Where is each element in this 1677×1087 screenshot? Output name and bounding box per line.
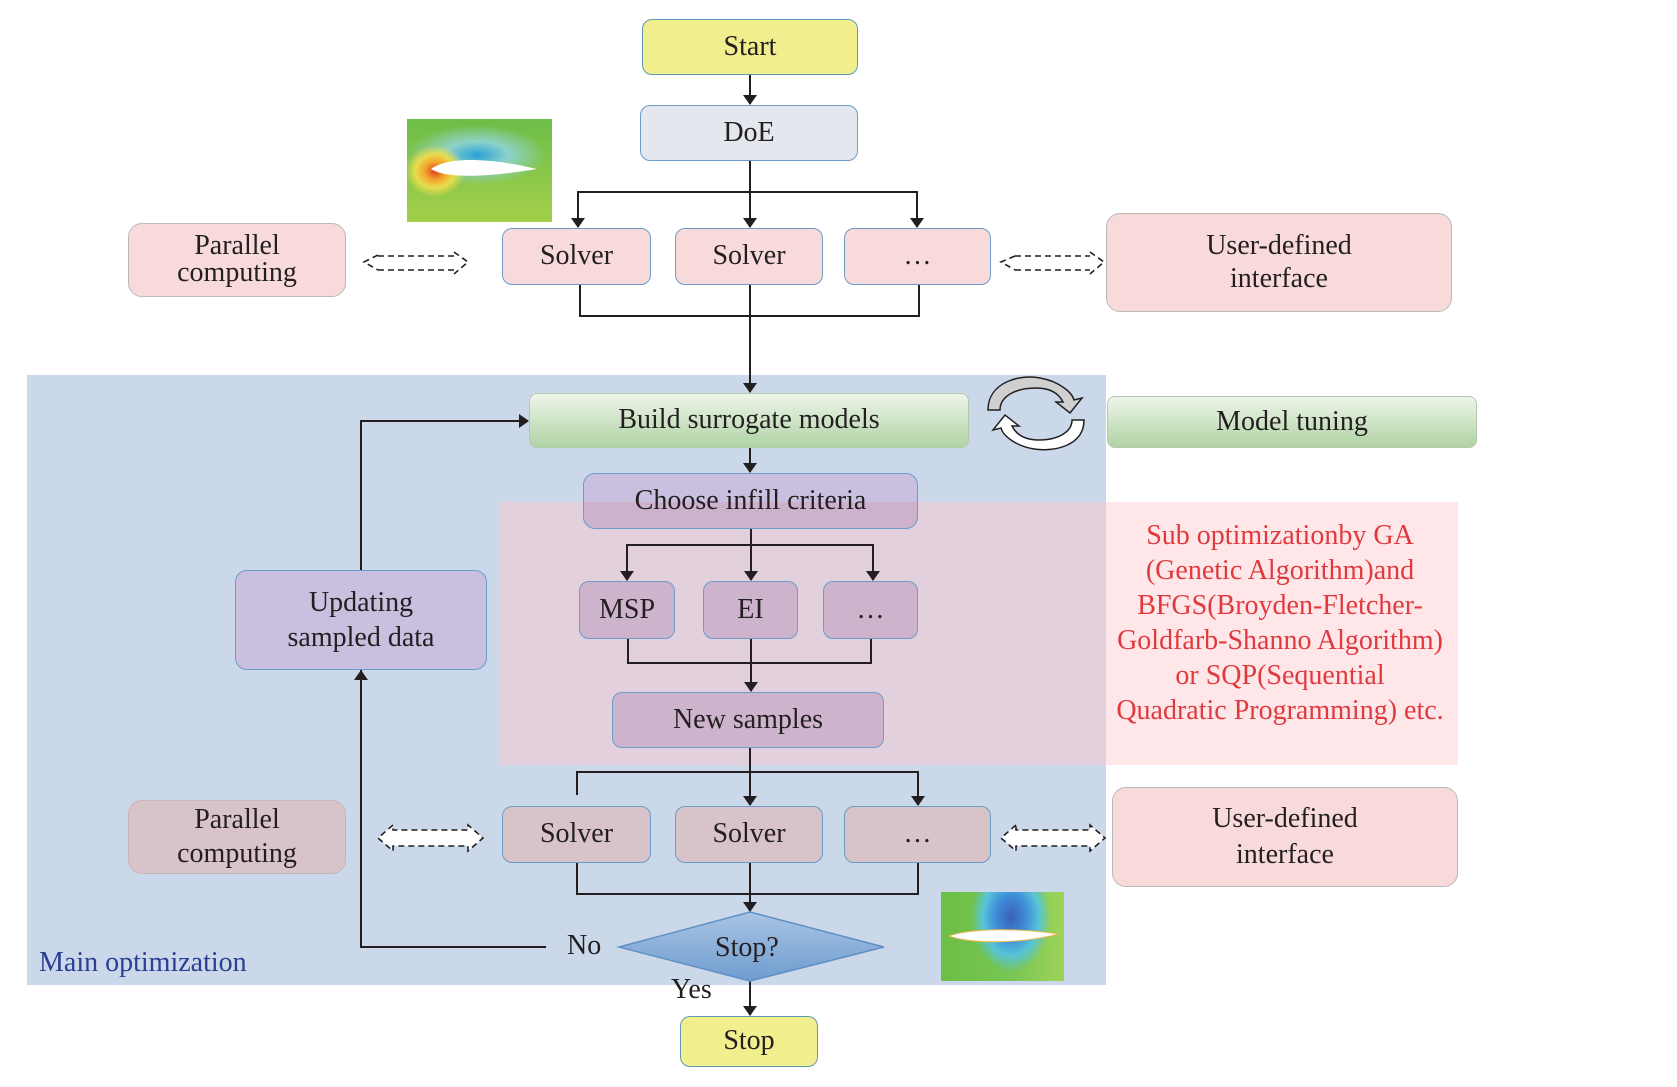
doe-label: DoE <box>723 116 775 148</box>
user-defined-label-line2: interface <box>1230 262 1328 294</box>
solver-merge-bottom <box>576 863 919 895</box>
choose-infill-criteria-node[interactable]: Choose infill criteria <box>583 473 918 529</box>
arrow-no-loop <box>360 660 546 948</box>
dashed-double-arrow-icon <box>999 823 1107 853</box>
parallel-label-line2: computing <box>177 838 297 869</box>
model-tuning-label: Model tuning <box>1216 405 1368 437</box>
solver-node-top-more[interactable]: … <box>844 228 991 285</box>
stop-decision-diamond <box>616 911 885 982</box>
sub-opt-line: Goldfarb-Shanno Algorithm) <box>1117 625 1443 656</box>
criterion-more-node[interactable]: … <box>823 581 918 639</box>
stop-label: Stop <box>723 1025 775 1057</box>
build-surrogate-label: Build surrogate models <box>618 404 880 436</box>
user-defined-label-line2: interface <box>1236 839 1334 870</box>
arrow-updating-build <box>360 414 529 570</box>
dashed-double-arrow-icon <box>999 251 1106 275</box>
parallel-label-line1: Parallel <box>194 804 280 836</box>
doe-node[interactable]: DoE <box>640 105 858 161</box>
new-samples-label: New samples <box>672 703 824 735</box>
sub-opt-line: Sub optimizationby GA <box>1146 520 1414 551</box>
user-defined-interface-top[interactable]: User-defined interface <box>1106 213 1452 312</box>
start-label: Start <box>723 30 777 62</box>
airfoil-mesh-contour-image <box>941 892 1064 981</box>
sub-opt-line: Quadratic Programming) etc. <box>1116 695 1444 726</box>
user-defined-label-line1: User-defined <box>1206 230 1352 262</box>
parallel-computing-top[interactable]: Parallel computing <box>128 223 346 297</box>
updating-label-line1: Updating <box>308 587 414 618</box>
solver-label: Solver <box>712 240 786 272</box>
solver-node-top-1[interactable]: Solver <box>502 228 651 285</box>
yes-branch-label: Yes <box>671 974 712 1005</box>
main-optimization-region <box>27 375 1106 985</box>
solver-node-bottom-1[interactable]: Solver <box>502 806 651 863</box>
solver-label: Solver <box>539 818 614 850</box>
criteria-merge <box>627 639 872 664</box>
solver-label: Solver <box>539 240 614 272</box>
arrow-new-branch <box>576 771 919 805</box>
new-samples-node[interactable]: New samples <box>612 692 884 748</box>
arrow-doe-branch <box>577 191 918 227</box>
solver-label: Solver <box>712 818 786 850</box>
main-optimization-label: Main optimization <box>39 947 247 978</box>
criterion-label: EI <box>737 593 764 625</box>
solver-node-top-2[interactable]: Solver <box>675 228 823 285</box>
criterion-label: MSP <box>598 593 656 625</box>
ellipsis-label: … <box>903 240 932 272</box>
airfoil-pressure-contour-image <box>407 119 552 222</box>
decision-label: Stop? <box>715 932 779 963</box>
choose-infill-label: Choose infill criteria <box>634 484 867 516</box>
updating-sampled-data-node[interactable]: Updating sampled data <box>235 570 487 670</box>
user-defined-label-line1: User-defined <box>1212 802 1358 834</box>
start-node[interactable]: Start <box>642 19 858 75</box>
updating-label-line2: sampled data <box>287 622 435 653</box>
user-defined-interface-bottom[interactable]: User-defined interface <box>1112 787 1458 887</box>
no-branch-label: No <box>567 930 602 961</box>
sub-opt-line: (Genetic Algorithm)and <box>1145 555 1415 586</box>
sub-opt-line: BFGS(Broyden-Fletcher- <box>1137 590 1423 621</box>
parallel-computing-bottom[interactable]: Parallel computing <box>128 800 346 874</box>
stop-node[interactable]: Stop <box>680 1016 818 1067</box>
build-surrogate-models-node[interactable]: Build surrogate models <box>529 393 969 448</box>
parallel-label-line1: Parallel <box>194 230 280 262</box>
sub-opt-line: or SQP(Sequential <box>1175 660 1385 691</box>
solver-node-bottom-more[interactable]: … <box>844 806 991 863</box>
ellipsis-label: … <box>903 818 932 850</box>
solver-node-bottom-2[interactable]: Solver <box>675 806 823 863</box>
sub-optimization-description: Sub optimizationby GA (Genetic Algorithm… <box>1100 518 1460 728</box>
criterion-msp-node[interactable]: MSP <box>579 581 675 639</box>
dashed-double-arrow-icon <box>362 251 470 275</box>
model-tuning-node[interactable]: Model tuning <box>1107 396 1477 448</box>
cycle-arrows-icon <box>987 376 1085 451</box>
parallel-label-line2: computing <box>177 257 297 288</box>
ellipsis-label: … <box>856 593 885 625</box>
criterion-ei-node[interactable]: EI <box>703 581 798 639</box>
dashed-double-arrow-icon <box>376 823 485 853</box>
